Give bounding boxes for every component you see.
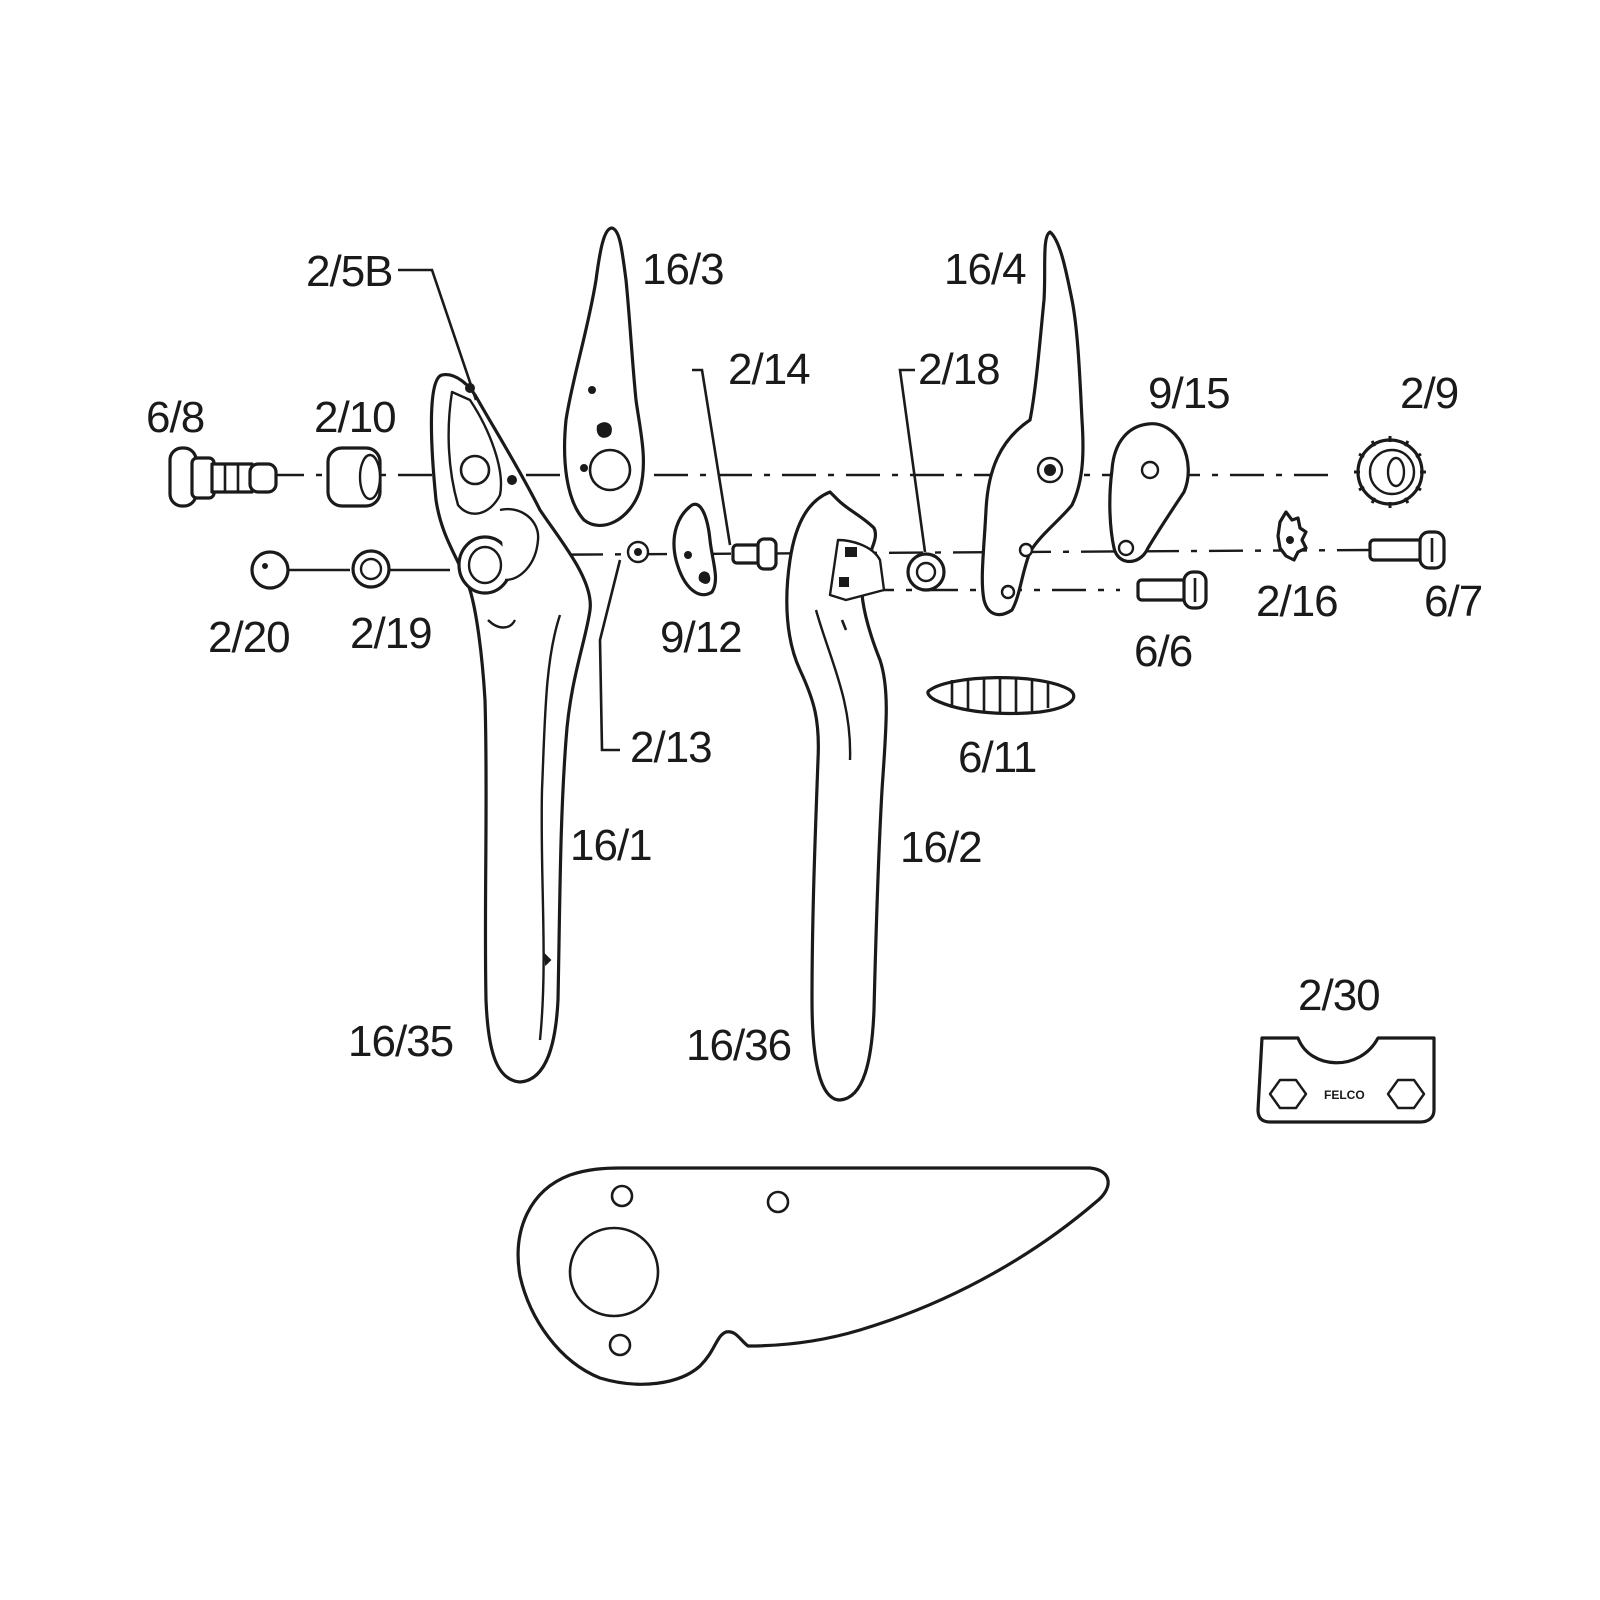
label-2-30: 2/30 — [1298, 971, 1380, 1020]
label-9-15: 9/15 — [1148, 369, 1230, 418]
label-6-11: 6/11 — [958, 733, 1036, 782]
label-2-16: 2/16 — [1256, 577, 1338, 626]
part-labels: 2/5B 16/3 16/4 2/14 2/18 9/15 2/9 6/8 2/… — [146, 245, 1483, 1070]
part-2-30-wrench: FELCO — [1256, 1036, 1436, 1124]
label-16-3: 16/3 — [642, 245, 724, 294]
part-6-7-screw — [1368, 530, 1446, 570]
part-9-12-cam — [672, 502, 718, 597]
part-16-2-handle — [785, 490, 888, 1102]
part-2-13-washer — [598, 540, 650, 752]
part-6-8-bolt — [168, 446, 278, 508]
label-16-2: 16/2 — [900, 823, 982, 872]
label-2-19: 2/19 — [350, 609, 432, 658]
part-2-18-nut — [898, 368, 946, 592]
label-6-7: 6/7 — [1424, 577, 1482, 626]
label-16-4: 16/4 — [944, 245, 1026, 294]
part-2-10-nut — [326, 446, 382, 508]
label-2-5B: 2/5B — [306, 247, 393, 296]
part-2-19-ring — [351, 549, 391, 589]
part-2-5B-lever — [398, 268, 540, 595]
part-2-20-ball — [250, 550, 290, 590]
label-6-6: 6/6 — [1134, 627, 1192, 676]
label-16-36: 16/36 — [686, 1021, 791, 1070]
part-9-15-plate — [1108, 422, 1190, 564]
wrench-stamp: FELCO — [1324, 1088, 1365, 1102]
label-6-8: 6/8 — [146, 393, 204, 442]
label-16-1: 16/1 — [570, 821, 652, 870]
label-2-14: 2/14 — [728, 345, 810, 394]
part-2-14-pin — [692, 368, 778, 571]
label-2-13: 2/13 — [630, 723, 712, 772]
part-6-6-screw — [1136, 570, 1208, 610]
label-16-35: 16/35 — [348, 1017, 453, 1066]
large-blade-outline — [516, 1166, 1110, 1386]
label-9-12: 9/12 — [660, 613, 742, 662]
lower-axis — [504, 548, 1371, 557]
label-2-20: 2/20 — [208, 613, 290, 662]
part-6-11-spring — [926, 676, 1076, 716]
part-2-16-gear — [1276, 510, 1308, 562]
label-2-9: 2/9 — [1400, 369, 1458, 418]
part-16-3-blade — [563, 226, 646, 527]
part-2-9-wheel — [1354, 436, 1426, 508]
label-2-18: 2/18 — [918, 345, 1000, 394]
label-2-10: 2/10 — [314, 393, 396, 442]
part-16-4-anvil — [980, 230, 1085, 617]
